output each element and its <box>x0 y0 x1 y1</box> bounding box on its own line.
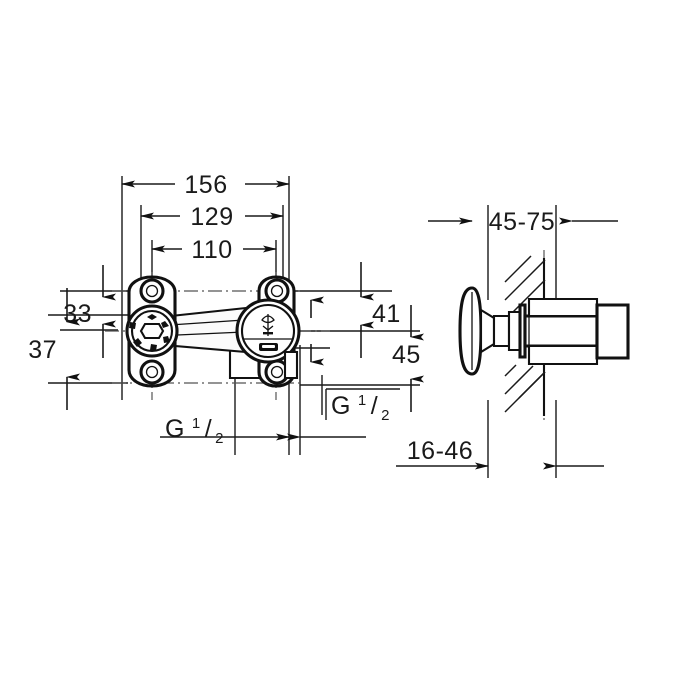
thread-label-right: G 1 / 2 <box>287 388 400 441</box>
left-inlet-hex <box>139 322 165 340</box>
right-screw-hole-top-inner <box>270 284 284 298</box>
dimension-45-label: 45 <box>392 341 421 369</box>
dimension-110-label: 110 <box>191 236 232 264</box>
dimension-37: 37 <box>28 288 80 410</box>
thread-label-right-text: G 1 / 2 <box>331 392 389 424</box>
left-screw-hole-bottom <box>139 359 165 385</box>
side-valve-body <box>507 297 630 366</box>
dimension-45-75-label: 45-75 <box>489 208 555 236</box>
dimension-156: 156 <box>121 171 290 199</box>
escutcheon-plate <box>458 286 483 376</box>
right-bracket <box>283 350 299 380</box>
thread-label-left: G 1 / 2 <box>160 415 290 447</box>
left-screw-hole-bottom-inner <box>145 365 159 379</box>
front-view-body <box>105 272 330 400</box>
thread-label-left-text: G 1 / 2 <box>165 415 223 447</box>
dimension-156-label: 156 <box>184 171 227 199</box>
body-upper-shoulder <box>527 297 599 318</box>
dimension-110: 110 <box>151 236 277 264</box>
handle-collar <box>492 314 511 348</box>
handle-escutcheon <box>458 286 511 376</box>
dimension-41: 41 <box>360 262 401 358</box>
body-lower-shoulder <box>527 344 599 366</box>
dimension-37-label: 37 <box>28 336 57 364</box>
dimension-129-label: 129 <box>190 203 233 231</box>
right-screw-hole-bottom-inner <box>270 365 284 379</box>
dimension-41-label: 41 <box>372 300 401 328</box>
left-screw-hole-top <box>139 278 165 304</box>
dimension-16-46-label: 16-46 <box>407 437 473 465</box>
left-screw-hole-top-inner <box>145 284 159 298</box>
side-section-view-group: 45-75 16-46 <box>396 205 630 478</box>
dimension-16-46: 16-46 <box>396 437 604 470</box>
front-view-group: 156 129 110 <box>28 171 424 455</box>
dimension-45: 45 <box>392 305 424 412</box>
body-main <box>523 314 599 348</box>
left-inlet-spline <box>129 314 170 351</box>
handle-taper <box>479 308 496 354</box>
brand-logo-icon <box>259 314 278 351</box>
dimension-129: 129 <box>140 203 284 231</box>
body-neck <box>507 310 522 352</box>
dimension-45-75: 45-75 <box>428 208 618 236</box>
body-outlet-block <box>595 303 630 360</box>
